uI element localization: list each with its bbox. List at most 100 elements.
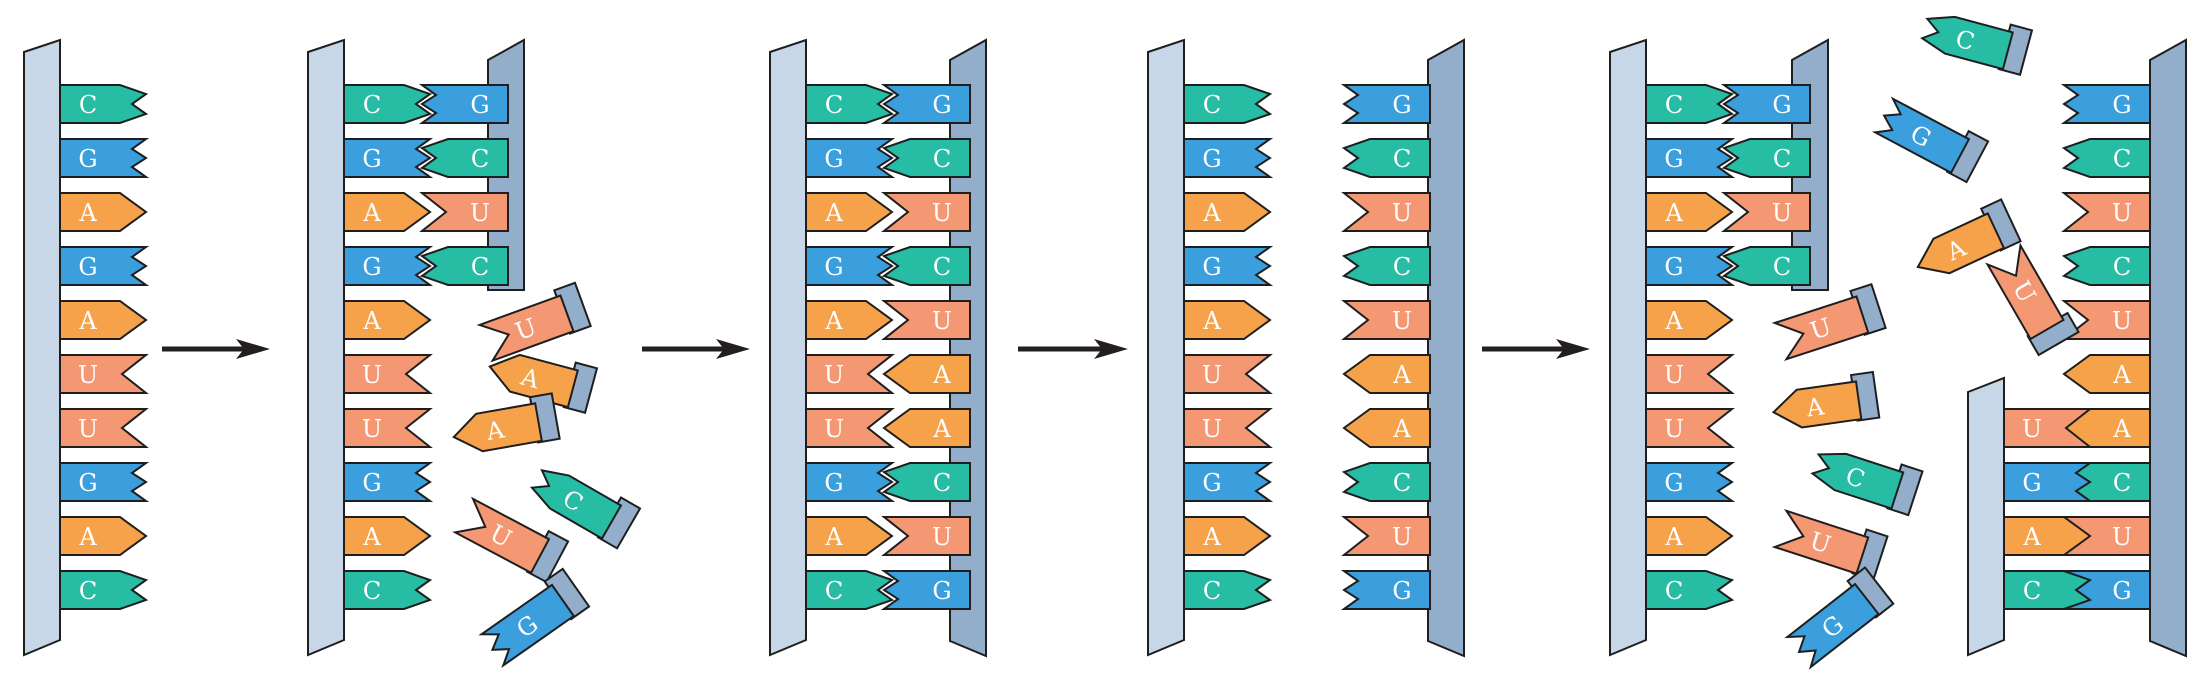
base-letter: C	[933, 145, 951, 173]
base-letter: G	[470, 91, 489, 119]
stage5-free-nucleotide-C: C	[1810, 452, 1924, 517]
template-base-C: C	[1645, 84, 1735, 124]
stage5-growing-backbone	[1967, 376, 2005, 657]
base-letter: U	[2112, 523, 2132, 551]
base-letter: A	[824, 523, 843, 551]
template-base-A: A	[1183, 300, 1272, 340]
base-letter: U	[362, 415, 382, 443]
base-letter: C	[1393, 469, 1411, 497]
complement-base-C: C	[1721, 138, 1811, 178]
complement-base-U: U	[2061, 192, 2151, 232]
complement-base-A: A	[1342, 408, 1431, 448]
base-letter: A	[1202, 307, 1221, 335]
stage1-template-backbone	[23, 38, 61, 657]
template-base-U: U	[343, 408, 433, 448]
template-base-U: U	[1183, 408, 1273, 448]
growing-base-A: A	[2003, 516, 2092, 556]
complement-base-C: C	[2061, 138, 2151, 178]
base-letter: A	[932, 415, 951, 443]
template-base-G: G	[343, 246, 434, 286]
base-letter: G	[1202, 145, 1221, 173]
template-base-G: G	[805, 138, 896, 178]
template-base-G: G	[59, 462, 150, 502]
base-letter: G	[2112, 91, 2131, 119]
base-letter: G	[78, 469, 97, 497]
base-letter: A	[362, 199, 381, 227]
base-letter: A	[932, 361, 951, 389]
stage5-template-backbone	[1609, 38, 1647, 657]
base-letter: U	[78, 415, 98, 443]
base-letter: A	[78, 307, 97, 335]
complement-base-C: C	[881, 462, 971, 502]
base-letter: U	[824, 361, 844, 389]
template-base-C: C	[343, 84, 433, 124]
template-base-A: A	[1645, 300, 1734, 340]
template-base-A: A	[343, 516, 432, 556]
template-base-U: U	[59, 354, 149, 394]
complement-base-A: A	[1342, 354, 1431, 394]
stage3-new-backbone	[949, 38, 987, 658]
stage5-free-nucleotide-C: C	[1920, 15, 2034, 77]
template-base-A: A	[1183, 516, 1272, 556]
complement-base-C: C	[881, 246, 971, 286]
complement-base-C: C	[1341, 462, 1431, 502]
arrow-3	[1018, 339, 1128, 359]
template-base-A: A	[59, 192, 148, 232]
base-letter: A	[2112, 415, 2131, 443]
base-letter: A	[1664, 307, 1683, 335]
complement-base-U: U	[2061, 516, 2151, 556]
template-base-U: U	[343, 354, 433, 394]
complement-base-C: C	[881, 138, 971, 178]
base-letter: C	[1665, 91, 1683, 119]
base-letter: G	[362, 469, 381, 497]
base-letter: C	[2023, 577, 2041, 605]
complement-base-G: G	[880, 570, 971, 610]
complement-base-U: U	[1341, 192, 1431, 232]
complement-base-G: G	[418, 84, 509, 124]
complement-base-G: G	[1340, 84, 1431, 124]
base-letter: A	[362, 523, 381, 551]
base-letter: U	[1664, 361, 1684, 389]
template-base-G: G	[1645, 246, 1736, 286]
complement-base-C: C	[2061, 462, 2151, 502]
base-letter: G	[362, 253, 381, 281]
template-base-G: G	[805, 246, 896, 286]
complement-base-C: C	[1341, 246, 1431, 286]
base-letter: U	[2112, 199, 2132, 227]
complement-base-U: U	[881, 192, 971, 232]
base-letter: U	[362, 361, 382, 389]
base-letter: A	[1392, 415, 1411, 443]
base-letter: G	[1664, 469, 1683, 497]
base-letter: U	[1392, 307, 1412, 335]
base-letter: C	[363, 91, 381, 119]
growing-base-U: U	[2003, 408, 2093, 448]
complement-base-U: U	[1341, 300, 1431, 340]
template-base-G: G	[343, 462, 434, 502]
complement-base-A: A	[882, 354, 971, 394]
complement-base-C: C	[1721, 246, 1811, 286]
base-letter: G	[1392, 91, 1411, 119]
base-letter: A	[2022, 523, 2041, 551]
base-letter: A	[78, 523, 97, 551]
base-letter: C	[1203, 577, 1221, 605]
stage5-free-nucleotide-U: U	[1771, 509, 1889, 582]
stage2-free-nucleotide-A: A	[488, 353, 599, 415]
base-letter: C	[2113, 469, 2131, 497]
template-base-A: A	[1645, 192, 1734, 232]
base-letter: C	[933, 469, 951, 497]
base-letter: C	[79, 577, 97, 605]
base-letter: G	[824, 469, 843, 497]
base-letter: U	[932, 199, 952, 227]
template-base-C: C	[59, 570, 149, 610]
template-base-G: G	[59, 138, 150, 178]
base-letter: U	[932, 307, 952, 335]
base-letter: A	[78, 199, 97, 227]
template-base-U: U	[1645, 408, 1735, 448]
stage5-free-nucleotide-A: A	[1916, 198, 2022, 275]
template-base-C: C	[1183, 570, 1273, 610]
